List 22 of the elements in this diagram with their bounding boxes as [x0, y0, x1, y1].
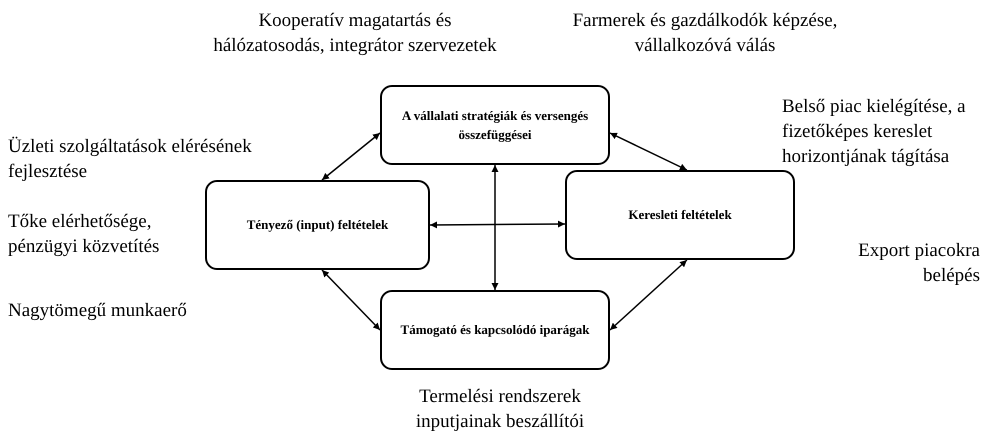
factor-note: Export piacokra belépés — [857, 239, 980, 288]
factor-note: Üzleti szolgáltatások elérésének fejlesztése — [8, 135, 253, 184]
double-arrow — [610, 132, 688, 171]
factor-note: Tőke elérhetősége, pénzügyi közvetítés — [8, 210, 160, 259]
box-title: A vállalati stratégiák és versengés összefüggései — [400, 106, 590, 144]
rounded-box — [380, 85, 610, 165]
double-arrow — [492, 165, 498, 290]
rounded-box — [565, 170, 795, 260]
factor-note: Belső piac kielégítése, a fizetőképes kereslet horizontjának tágítása — [782, 95, 967, 169]
factor-note: Farmerek és gazdálkodók képzése, vállalkozóvá válás — [572, 9, 838, 58]
rounded-box — [380, 290, 610, 370]
box-title: Keresleti feltételek — [628, 206, 732, 224]
factor-note: Termelési rendszerek inputjainak beszállítói — [414, 385, 586, 434]
double-arrow — [322, 132, 380, 181]
double-arrow — [430, 220, 565, 228]
double-arrow — [610, 259, 688, 331]
factor-note: Nagytömegű munkaerő — [8, 299, 188, 323]
double-arrow — [321, 269, 381, 331]
rounded-box — [205, 180, 430, 270]
factor-note: Kooperatív magatartás és hálózatosodás, integrátor szervezetek — [212, 9, 498, 58]
box-title: Támogató és kapcsolódó iparágak — [400, 321, 590, 340]
box-title: Tényező (input) feltételek — [246, 216, 388, 234]
